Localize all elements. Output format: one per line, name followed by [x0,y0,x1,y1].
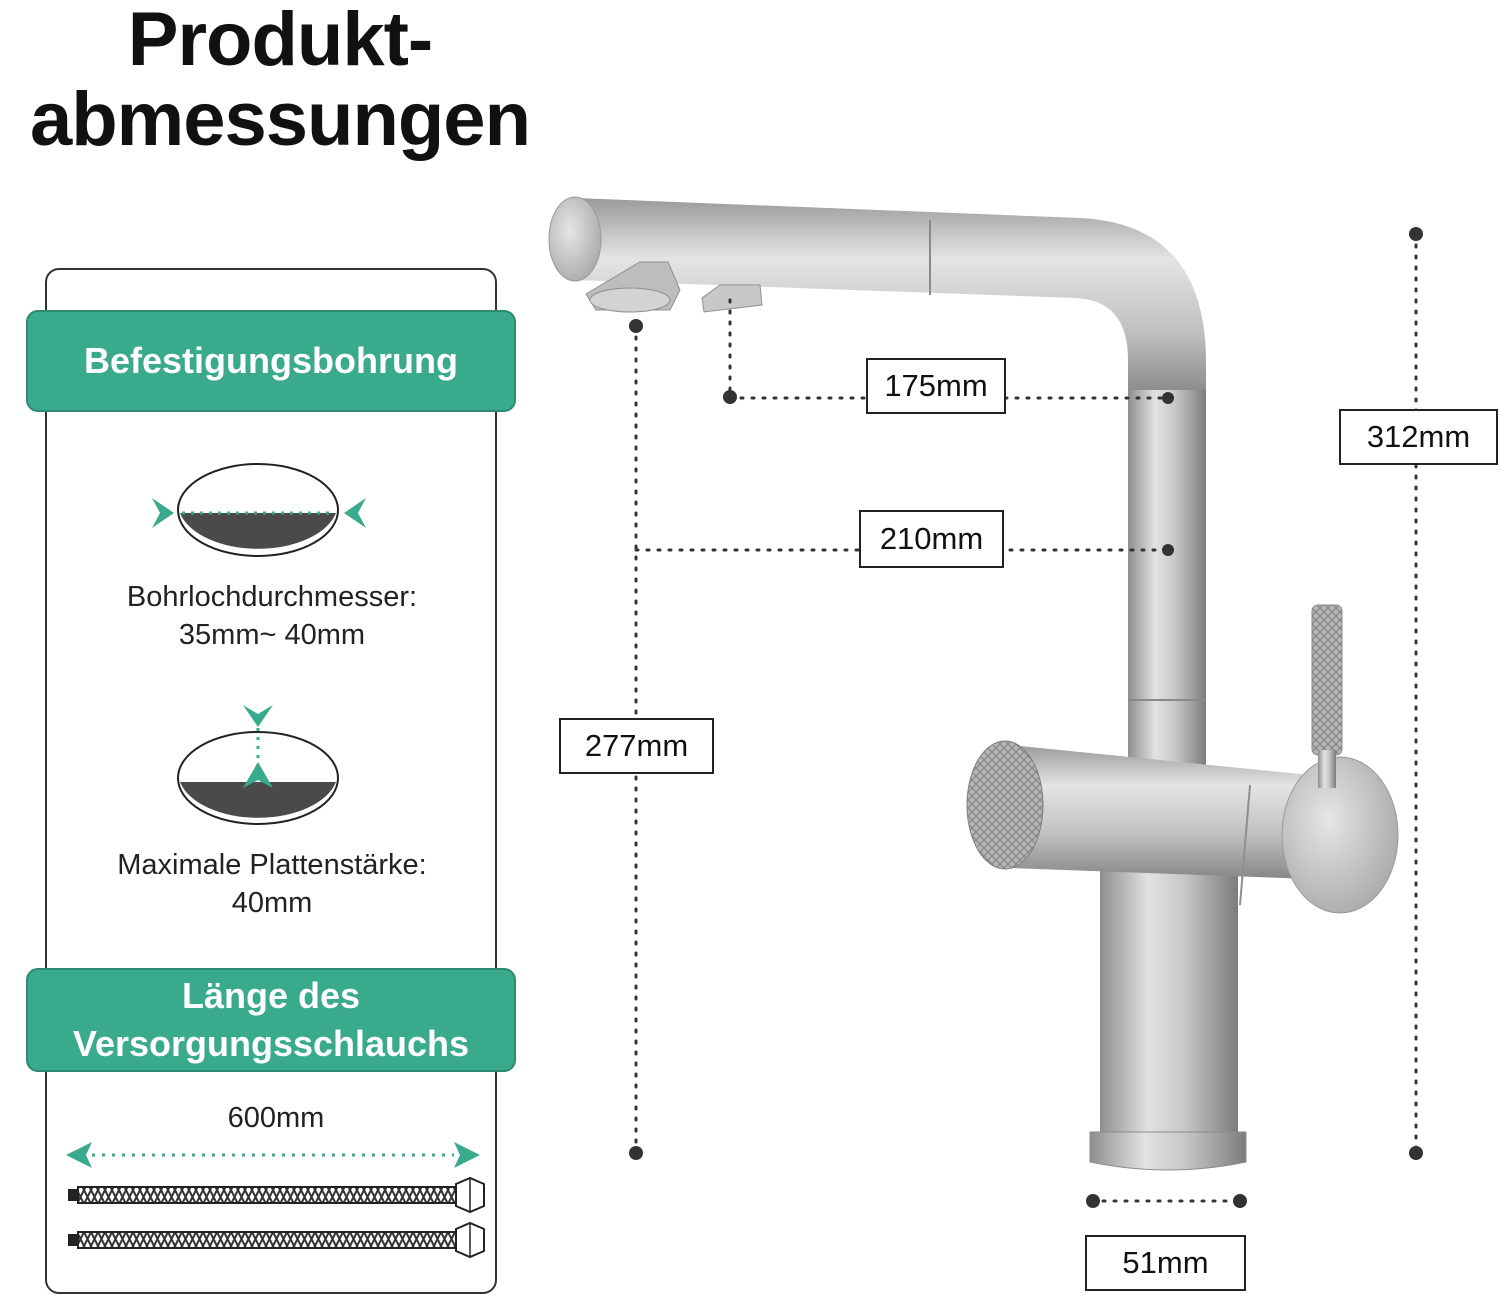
hole-diameter-value: 35mm~ 40mm [178,619,366,651]
title-line-2: abmessungen [29,77,531,162]
supply-hose-icon [68,1176,485,1259]
plate-thickness-value: 40mm [231,887,313,919]
plate-thickness-label: Maximale Plattenstärke: [117,849,427,881]
dimension-dots [629,227,1423,1208]
page-title: Produkt- abmessungen [0,0,560,160]
faucet-illustration [548,196,1399,1171]
plate-thickness-text: Maximale Plattenstärke: 40mm [55,846,489,922]
dimension-label-277: 277mm [559,718,714,774]
dimension-label-175: 175mm [866,358,1006,414]
dimension-lines [634,232,1418,1203]
hose-header-line-1: Länge des [181,975,361,1016]
hole-diameter-text: Bohrlochdurchmesser: 35mm~ 40mm [60,578,484,654]
hose-length-header: Länge des Versorgungsschlauchs [26,968,516,1072]
info-panel [45,268,497,1294]
hose-header-line-2: Versorgungsschlauchs [72,1023,470,1064]
mounting-hole-header: Befestigungsbohrung [26,310,516,412]
dimension-label-312: 312mm [1339,409,1498,465]
dimension-label-210: 210mm [859,510,1004,568]
dimension-label-51: 51mm [1085,1235,1246,1291]
hose-length-arrow-icon [66,1142,480,1168]
plate-thickness-icon [177,705,339,825]
mounting-hole-header-text: Befestigungsbohrung [84,340,458,381]
hose-length-value: 600mm [227,1102,325,1134]
title-line-1: Produkt- [127,0,433,82]
hole-diameter-icon [152,463,366,557]
hole-diameter-label: Bohrlochdurchmesser: [126,581,418,613]
